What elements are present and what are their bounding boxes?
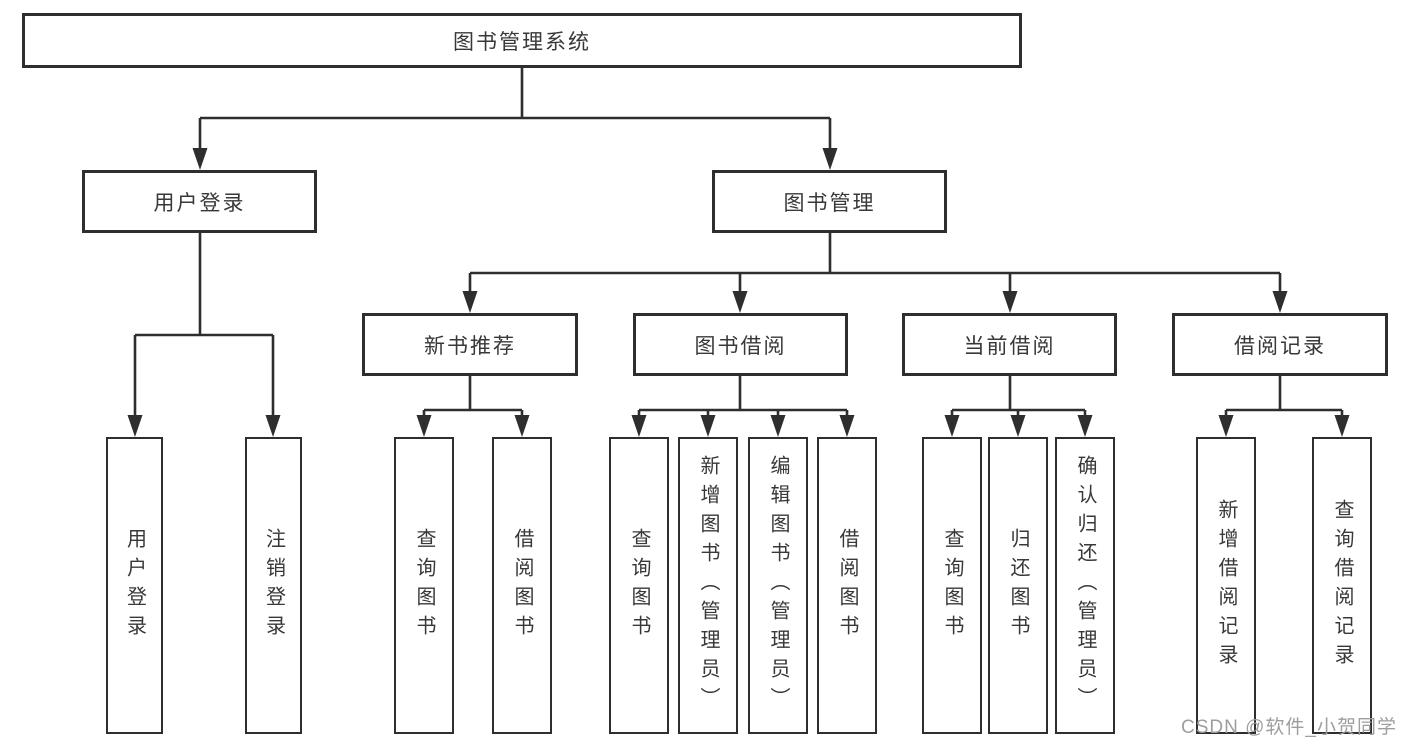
leaf-label: 确认归还（管理员） xyxy=(1074,455,1096,716)
leaf-label: 注销登录 xyxy=(262,527,285,644)
node-label: 新书推荐 xyxy=(424,334,516,358)
leaf-label: 查询图书 xyxy=(941,527,963,644)
leaf-query-books-borrowing: 查询图书 xyxy=(609,437,669,734)
leaf-label: 新增图书（管理员） xyxy=(697,455,719,716)
leaf-label: 新增借阅记录 xyxy=(1215,498,1237,673)
leaf-label: 借阅图书 xyxy=(836,527,858,644)
node-library-management-system: 图书管理系统 xyxy=(22,13,1022,68)
leaf-return-books: 归还图书 xyxy=(988,437,1048,734)
leaf-add-books-admin: 新增图书（管理员） xyxy=(678,437,738,734)
node-current-borrowing: 当前借阅 xyxy=(902,313,1117,376)
leaf-edit-books-admin: 编辑图书（管理员） xyxy=(748,437,808,734)
node-book-management: 图书管理 xyxy=(712,170,947,233)
leaf-query-books-current: 查询图书 xyxy=(922,437,982,734)
leaf-label: 用户登录 xyxy=(123,527,146,644)
leaf-borrow-books-recommend: 借阅图书 xyxy=(492,437,552,734)
node-book-borrowing: 图书借阅 xyxy=(633,313,848,376)
leaf-label: 借阅图书 xyxy=(511,527,533,644)
node-user-login: 用户登录 xyxy=(82,170,317,233)
node-label: 借阅记录 xyxy=(1234,334,1326,358)
node-label: 图书管理系统 xyxy=(453,30,591,54)
leaf-borrow-books: 借阅图书 xyxy=(817,437,877,734)
node-label: 图书管理 xyxy=(783,191,876,215)
leaf-query-borrow-record: 查询借阅记录 xyxy=(1312,437,1372,734)
leaf-label: 查询借阅记录 xyxy=(1331,498,1353,673)
leaf-label: 归还图书 xyxy=(1007,527,1029,644)
node-label: 图书借阅 xyxy=(694,334,787,358)
leaf-user-login: 用户登录 xyxy=(106,437,163,734)
node-label: 用户登录 xyxy=(153,191,246,215)
node-borrowing-records: 借阅记录 xyxy=(1172,313,1388,376)
node-new-book-recommendation: 新书推荐 xyxy=(362,313,578,376)
leaf-query-books-recommend: 查询图书 xyxy=(394,437,454,734)
leaf-label: 查询图书 xyxy=(413,527,435,644)
leaf-label: 编辑图书（管理员） xyxy=(767,455,789,716)
leaf-logout: 注销登录 xyxy=(245,437,302,734)
leaf-label: 查询图书 xyxy=(628,527,650,644)
leaf-add-borrow-record: 新增借阅记录 xyxy=(1196,437,1256,734)
node-label: 当前借阅 xyxy=(963,334,1056,358)
leaf-confirm-return-admin: 确认归还（管理员） xyxy=(1055,437,1115,734)
